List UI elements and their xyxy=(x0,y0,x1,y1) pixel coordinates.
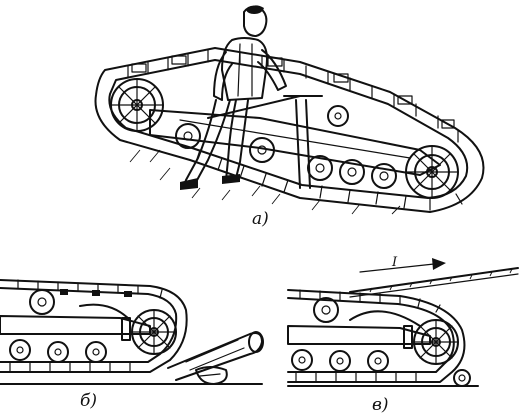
road-wheels-a xyxy=(175,105,397,189)
panel-c-illustration: I xyxy=(287,255,519,387)
arrow-label: I xyxy=(391,255,398,270)
panel-c-label: в) xyxy=(372,395,389,415)
worker-figure xyxy=(180,5,301,190)
panel-b-illustration xyxy=(0,279,264,385)
road-wheels-b xyxy=(9,339,107,363)
road-wheels-c xyxy=(291,349,389,372)
idler-wheel-a xyxy=(405,145,459,199)
sprocket-wheel-a xyxy=(110,78,164,132)
panel-a-label: а) xyxy=(252,209,269,229)
panel-a-illustration xyxy=(94,5,485,215)
direction-arrow: I xyxy=(359,255,446,273)
log-b xyxy=(167,331,264,385)
panel-b-label: б) xyxy=(80,391,97,411)
